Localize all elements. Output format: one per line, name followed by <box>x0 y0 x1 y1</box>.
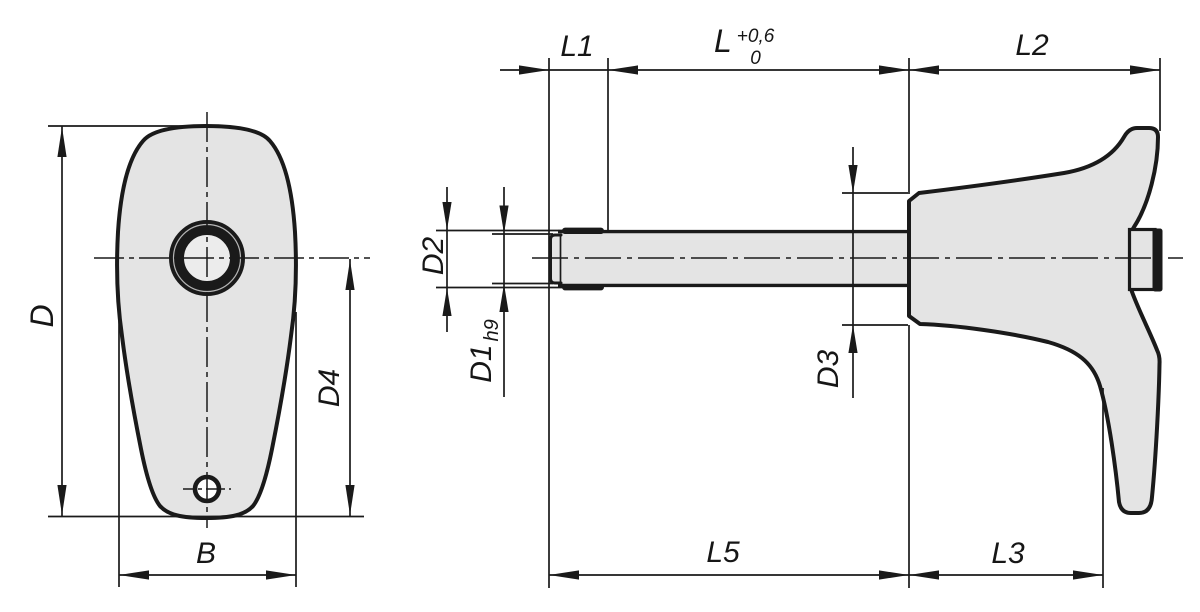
clamping-length-tolerance: +0,6 0 <box>737 27 775 68</box>
side-view-pin <box>549 126 1163 515</box>
dim-label-axis-to-bottom: D4 <box>313 368 346 408</box>
dim-label-tip-length: L1 <box>560 30 594 63</box>
dim-label-grip-width: B <box>195 537 217 570</box>
pin-diameter-tolerance: h9 <box>481 319 503 342</box>
pin-diameter-text: D1 <box>465 344 498 383</box>
dim-label-ball-diameter: D2 <box>417 236 450 276</box>
dim-label-collar-diameter: D3 <box>812 349 845 389</box>
tolerance-lower: 0 <box>750 48 761 69</box>
dim-label-handle-length: L2 <box>1015 29 1049 62</box>
push-button <box>1127 227 1157 292</box>
dim-label-overall-length: L5 <box>706 536 740 569</box>
grip-profile-outline <box>907 126 1162 515</box>
dimension-arrows <box>57 65 1160 580</box>
dim-label-clamping-length: L +0,6 0 <box>714 25 774 68</box>
clamping-length-text: L <box>714 23 732 59</box>
center-lines <box>94 112 1183 528</box>
push-button-cap <box>1152 228 1163 292</box>
shaft-fill <box>549 230 912 287</box>
tolerance-upper: +0,6 <box>736 26 775 47</box>
dim-label-grip-height: D <box>24 304 60 328</box>
dim-label-pin-diameter: D1h9 <box>465 319 503 383</box>
dim-label-grip-length: L3 <box>991 537 1025 570</box>
shaft-tip <box>549 233 563 285</box>
